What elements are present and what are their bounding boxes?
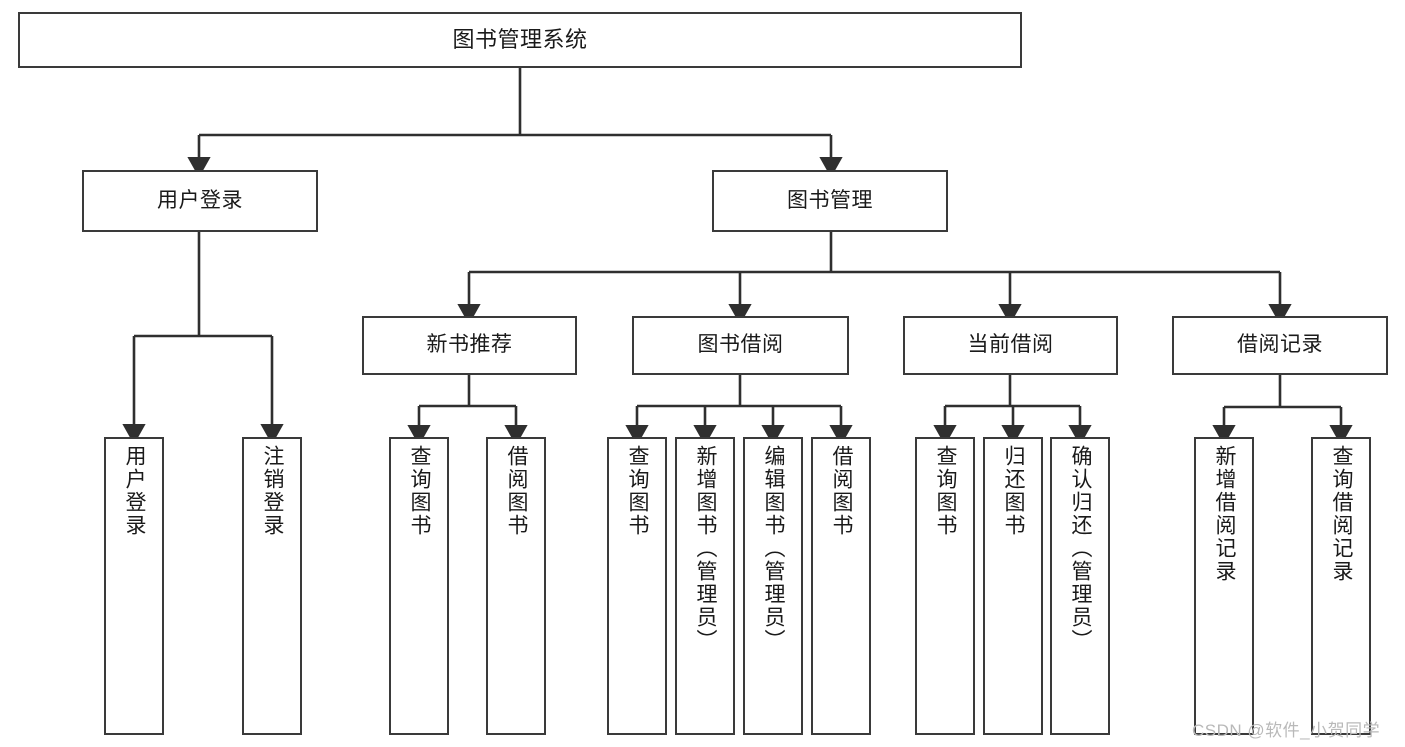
node-label: 当前借阅 (967, 333, 1054, 357)
node-label: 编辑图书（管理员） (762, 445, 786, 652)
node-leaf-confirm-return[interactable]: 确认归还（管理员） (1050, 437, 1110, 735)
node-label: 新增图书（管理员） (694, 445, 718, 652)
node-label: 查询借阅记录 (1330, 445, 1354, 583)
node-label: 图书管理 (787, 188, 873, 212)
node-label: 新书推荐 (426, 333, 513, 357)
node-label: 查询图书 (408, 445, 432, 537)
node-book-management[interactable]: 图书管理 (712, 170, 948, 232)
node-label: 图书管理系统 (452, 27, 588, 53)
node-leaf-borrow-book-1[interactable]: 借阅图书 (486, 437, 546, 735)
node-label: 归还图书 (1002, 445, 1026, 537)
node-label: 确认归还（管理员） (1069, 445, 1093, 652)
node-leaf-add-record[interactable]: 新增借阅记录 (1194, 437, 1254, 735)
node-leaf-edit-book[interactable]: 编辑图书（管理员） (743, 437, 803, 735)
node-label: 图书借阅 (697, 333, 784, 357)
node-current-borrow[interactable]: 当前借阅 (903, 316, 1118, 375)
node-label: 借阅图书 (830, 445, 854, 537)
node-label: 用户登录 (123, 445, 147, 537)
node-new-book-recommend[interactable]: 新书推荐 (362, 316, 577, 375)
node-label: 借阅图书 (505, 445, 529, 537)
node-label: 查询图书 (626, 445, 650, 537)
node-user-login[interactable]: 用户登录 (82, 170, 318, 232)
node-label: 新增借阅记录 (1213, 445, 1237, 583)
node-leaf-return-book[interactable]: 归还图书 (983, 437, 1043, 735)
node-label: 用户登录 (157, 188, 243, 212)
node-leaf-add-book[interactable]: 新增图书（管理员） (675, 437, 735, 735)
node-leaf-user-logout[interactable]: 注销登录 (242, 437, 302, 735)
node-leaf-query-book-2[interactable]: 查询图书 (607, 437, 667, 735)
node-label: 注销登录 (261, 445, 285, 537)
node-leaf-query-book-1[interactable]: 查询图书 (389, 437, 449, 735)
node-leaf-query-book-3[interactable]: 查询图书 (915, 437, 975, 735)
node-book-borrow[interactable]: 图书借阅 (632, 316, 849, 375)
node-label: 借阅记录 (1237, 333, 1323, 357)
csdn-watermark: CSDN @软件_小贺同学 (1192, 721, 1381, 740)
node-borrow-record[interactable]: 借阅记录 (1172, 316, 1388, 375)
node-leaf-borrow-book-2[interactable]: 借阅图书 (811, 437, 871, 735)
node-leaf-user-login[interactable]: 用户登录 (104, 437, 164, 735)
node-root-book-management-system[interactable]: 图书管理系统 (18, 12, 1022, 68)
node-leaf-query-record[interactable]: 查询借阅记录 (1311, 437, 1371, 735)
node-label: 查询图书 (934, 445, 958, 537)
